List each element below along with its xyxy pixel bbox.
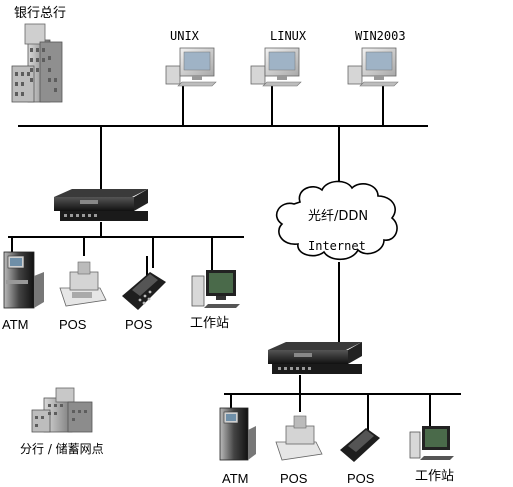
branch-receipt-printer-icon[interactable] <box>275 415 323 461</box>
network-label-line1: 光纤/DDN <box>308 209 369 224</box>
branch-workstation-icon[interactable] <box>409 426 454 460</box>
headquarters-building-icon <box>11 23 63 103</box>
hq-atm-icon[interactable] <box>3 251 44 309</box>
headquarters-terminal-server-icon[interactable] <box>54 189 148 221</box>
branch-card-terminal-icon[interactable] <box>340 414 380 462</box>
headquarters-label: 银行总行 <box>14 6 67 21</box>
server-computer-linux-icon[interactable] <box>250 47 302 87</box>
branch-terminal-label-workstation: 工作站 <box>415 469 455 484</box>
branch-terminal-server-icon[interactable] <box>268 342 362 374</box>
branch-terminal-label-pos-card: POS <box>347 471 375 486</box>
server-label-linux: LINUX <box>270 29 307 43</box>
server-computer-win2003-icon[interactable] <box>347 47 399 87</box>
branch-terminal-label-atm: ATM <box>222 471 249 486</box>
branch-label: 分行 / 储蓄网点 <box>20 442 104 456</box>
server-icons <box>165 47 399 87</box>
cloud-icon <box>276 180 398 261</box>
hq-terminal-label-pos-printer: POS <box>59 317 87 332</box>
hq-terminal-label-atm: ATM <box>2 317 29 332</box>
branch-terminal-label-pos-printer: POS <box>280 471 308 486</box>
hq-card-terminal-icon[interactable] <box>122 256 166 310</box>
hq-workstation-icon[interactable] <box>191 270 240 308</box>
server-computer-unix-icon[interactable] <box>165 47 217 87</box>
hq-receipt-printer-icon[interactable] <box>59 261 107 307</box>
connection-lines <box>8 82 461 426</box>
server-label-unix: UNIX <box>170 29 199 43</box>
server-label-win2003: WIN2003 <box>355 29 406 43</box>
hq-terminal-label-pos-card: POS <box>125 317 153 332</box>
branch-atm-icon[interactable] <box>219 407 256 461</box>
hq-terminal-label-workstation: 工作站 <box>190 316 230 331</box>
network-label-line2: Internet <box>308 239 366 253</box>
branch-building-icon <box>31 387 93 433</box>
